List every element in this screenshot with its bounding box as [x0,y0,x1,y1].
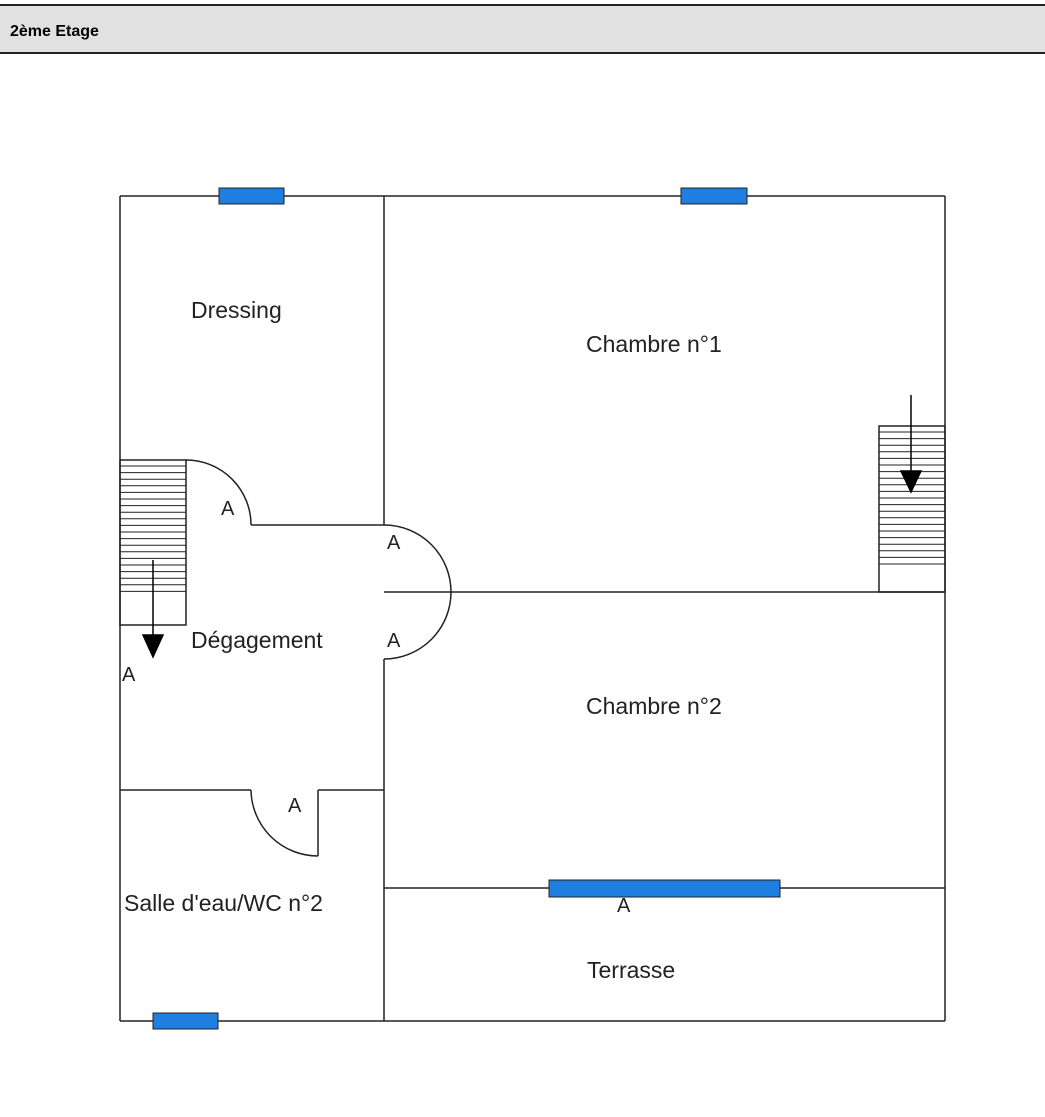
room-label-degagement: Dégagement [191,627,323,653]
window-salle-eau [152,1012,219,1030]
window-chambre1 [680,187,748,205]
door-swing-salle-eau [250,789,319,857]
window-terrasse [548,879,781,898]
door-swing-chambre1 [383,524,452,593]
door-label-terrasse: A [617,895,631,917]
door-swing-dressing [185,459,252,526]
room-label-chambre1: Chambre n°1 [586,331,722,357]
stairs-left-arrow-head [141,634,165,659]
door-swing-chambre2 [383,591,452,660]
stairs-right-arrow-head [899,470,923,494]
door-label-stairs: A [122,664,136,686]
floor-header: 2ème Etage [0,4,1045,54]
windows [152,187,781,1030]
door-label-dressing: A [221,498,235,520]
window-dressing [218,187,285,205]
door-label-salle-eau: A [288,795,302,817]
floor-title: 2ème Etage [10,23,99,40]
stairs-right-box [878,425,946,593]
stair-treads [120,431,945,592]
door-label-chambre2: A [387,630,401,652]
room-label-salle-eau: Salle d'eau/WC n°2 [124,890,323,916]
door-label-chambre1: A [387,532,401,554]
room-label-dressing: Dressing [191,297,282,323]
room-label-chambre2: Chambre n°2 [586,693,722,719]
room-label-terrasse: Terrasse [587,957,675,983]
